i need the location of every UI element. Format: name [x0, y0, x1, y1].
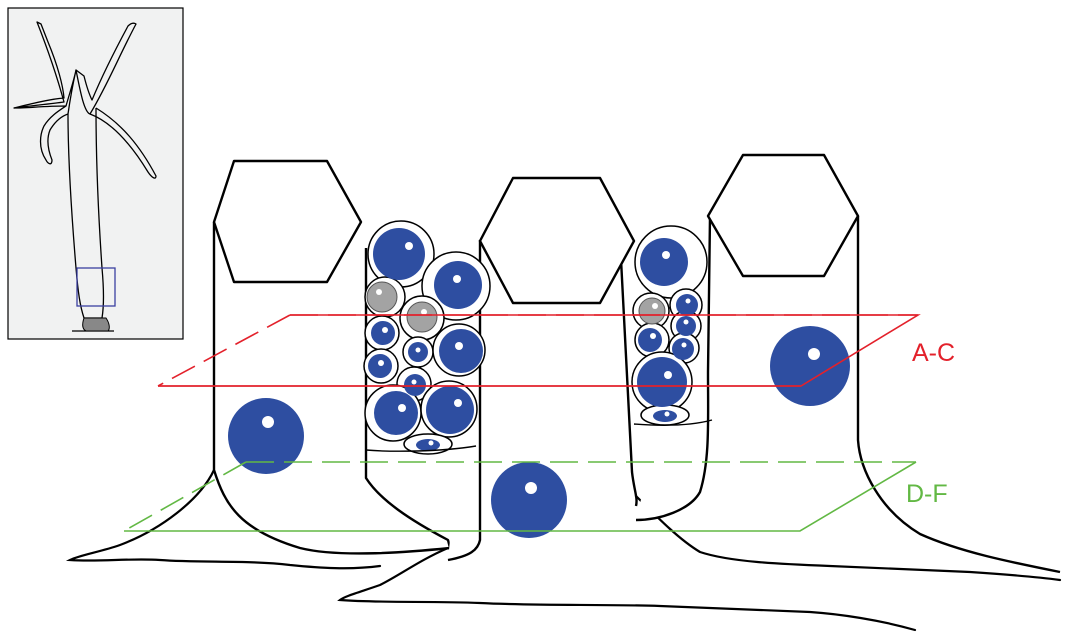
tissue-right: [634, 494, 1062, 582]
nucleus: [434, 261, 482, 309]
epithelial-cells: [212, 153, 1061, 574]
tissue-center: [337, 546, 917, 632]
basal-tissue: [65, 468, 1062, 632]
nucleus: [371, 321, 395, 345]
nucleus: [426, 386, 474, 434]
nucleus: [653, 410, 677, 422]
nucleus: [491, 462, 567, 538]
nucleus: [368, 354, 392, 378]
tissue-left: [65, 468, 382, 570]
plane-upper-label: A-C: [912, 339, 955, 367]
inset-panel: [7, 7, 184, 340]
gray-cell: [638, 297, 666, 325]
interstitial-cluster-right: [631, 225, 713, 426]
plane-upper: [157, 314, 921, 387]
hexagon-left: [212, 159, 363, 284]
inset-frame: [7, 7, 184, 340]
nucleus: [416, 439, 440, 451]
plane-lower-label: D-F: [906, 480, 948, 508]
gray-cell: [366, 281, 398, 313]
interstitial-cluster-left: [363, 220, 491, 455]
nucleus: [770, 326, 850, 406]
basal-disc-box: [76, 267, 116, 307]
epithelial-cell-right: [635, 215, 1061, 574]
nucleus: [404, 374, 426, 396]
epithelial-cell-center: [447, 239, 638, 562]
nucleus: [373, 228, 425, 280]
nucleus: [676, 316, 696, 336]
nucleus: [374, 391, 418, 435]
nucleus: [439, 329, 483, 373]
gray-cell: [406, 301, 438, 333]
hexagon-center: [478, 176, 636, 305]
hydra-foot-icon: [82, 317, 110, 332]
nucleus: [672, 338, 694, 360]
hexagon-right: [706, 153, 860, 278]
nucleus: [228, 398, 304, 474]
nucleus: [676, 294, 698, 316]
nucleus: [640, 238, 688, 286]
nucleus: [638, 328, 662, 352]
plane-lower: [123, 461, 917, 532]
hydra-polyp-icon: [13, 21, 157, 332]
nucleus: [637, 357, 687, 407]
